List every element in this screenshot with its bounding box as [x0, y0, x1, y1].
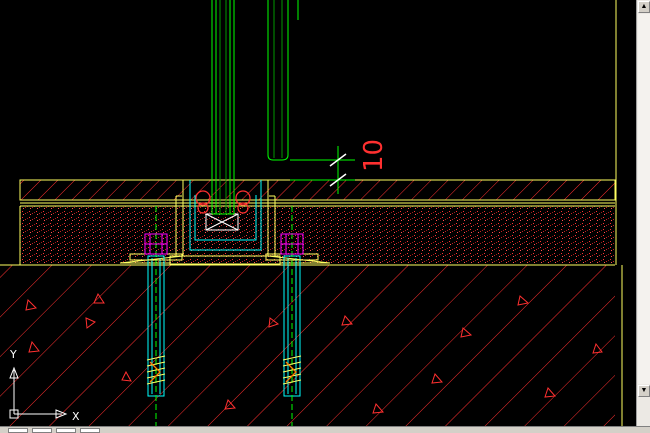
view-frame: [615, 0, 623, 426]
chevron-up-icon: ▲: [640, 3, 648, 10]
tab-stub-3[interactable]: [56, 428, 76, 433]
scroll-thumb[interactable]: [638, 14, 650, 384]
chevron-down-icon: ▼: [640, 387, 648, 394]
tab-stub-2[interactable]: [32, 428, 52, 433]
glazing-sealant: [195, 190, 251, 214]
vertical-scrollbar[interactable]: ▲ ▼: [636, 0, 650, 426]
cad-drawing-viewport[interactable]: 10: [0, 0, 636, 426]
anchor-bolt-right: [265, 206, 319, 426]
ucs-y-label: Y: [9, 348, 17, 361]
concrete-base: [0, 264, 615, 426]
scroll-down-button[interactable]: ▼: [638, 385, 650, 397]
scroll-up-button[interactable]: ▲: [638, 1, 650, 13]
tab-stub-1[interactable]: [8, 428, 28, 433]
aggregate-triangles: [25, 292, 603, 414]
dimension-annotation: 10: [290, 139, 389, 194]
floor-finish-slab: [19, 179, 616, 204]
ucs-icon: Y X: [9, 348, 80, 423]
layout-tab-strip: [0, 426, 650, 433]
ucs-x-label: X: [72, 410, 80, 423]
cad-drawing: 10: [0, 0, 623, 426]
glass-panel-inner: [267, 0, 299, 161]
tab-stub-4[interactable]: [80, 428, 100, 433]
dimension-value-text: 10: [359, 139, 389, 172]
anchor-bolt-left: [129, 206, 183, 426]
glass-panel-main: [211, 0, 235, 215]
